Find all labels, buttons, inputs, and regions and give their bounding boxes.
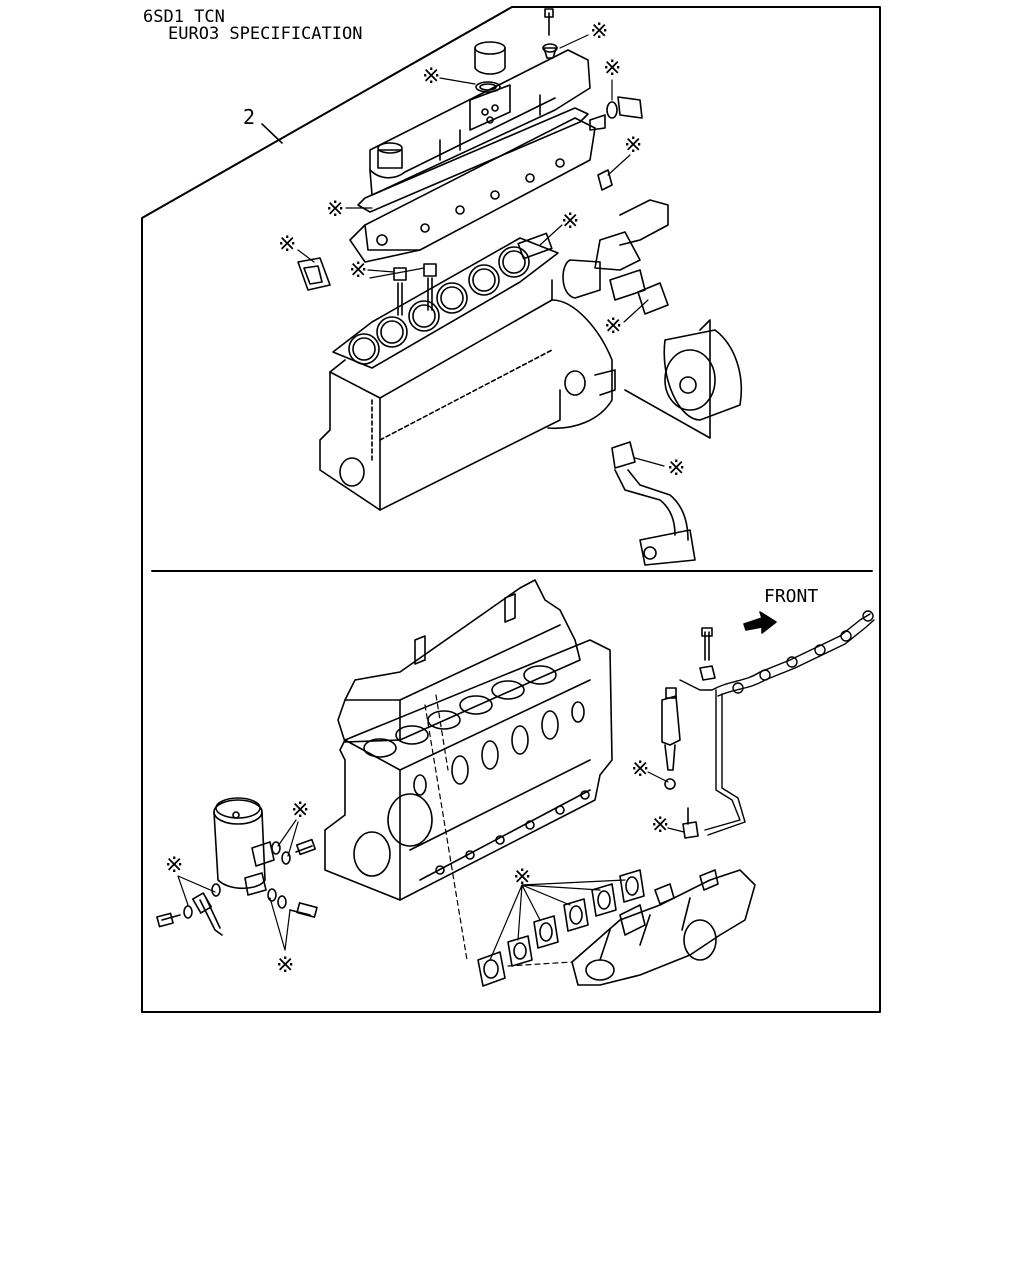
alignment-lines <box>424 694 573 967</box>
asterisk-mark: ※ <box>561 209 579 234</box>
asterisk-marks-lower: ※ ※ ※ ※ ※ ※ <box>165 757 669 978</box>
leader-lines-lower <box>177 771 685 961</box>
asterisk-marks-upper: ※ ※ ※ ※ ※ ※ ※ ※ ※ ※ <box>278 19 685 481</box>
engine-block-lower <box>324 639 613 901</box>
asterisk-mark: ※ <box>165 853 183 878</box>
spec-title: EURO3 SPECIFICATION <box>168 24 362 44</box>
kit-leader <box>261 123 283 144</box>
studs <box>393 263 437 316</box>
injection-pipes <box>679 610 875 836</box>
oil-cooler <box>213 797 318 918</box>
kit-number: 2 <box>243 105 255 129</box>
engine-block-upper <box>319 279 616 511</box>
asterisk-mark: ※ <box>651 813 669 838</box>
upper-assembly: ※ ※ ※ ※ ※ ※ ※ ※ ※ ※ <box>278 8 743 566</box>
asterisk-mark: ※ <box>326 197 344 222</box>
cover-gasket <box>357 107 589 213</box>
front-arrow-icon <box>743 611 777 634</box>
exhaust-pipe <box>562 199 669 301</box>
model-title: 6SD1 TCN <box>143 7 225 27</box>
asterisk-mark: ※ <box>276 953 294 978</box>
exhaust-manifold <box>571 869 756 986</box>
gasket-small <box>597 169 613 191</box>
front-label: FRONT <box>764 586 818 607</box>
frame-border <box>141 6 881 1013</box>
asterisk-mark: ※ <box>603 56 621 81</box>
oil-cap <box>474 41 506 93</box>
oil-cooler-pipe <box>156 883 223 936</box>
lower-assembly: FRONT <box>156 579 875 987</box>
asterisk-mark: ※ <box>604 314 622 339</box>
asterisk-mark: ※ <box>667 456 685 481</box>
asterisk-mark: ※ <box>590 19 608 44</box>
turbocharger <box>624 319 743 439</box>
rocker-cover <box>369 49 591 196</box>
water-outlet <box>589 96 643 131</box>
turbo-oil-pipe <box>611 441 696 566</box>
asterisk-mark: ※ <box>278 232 296 257</box>
leak-off-nut <box>682 821 699 839</box>
asterisk-mark: ※ <box>624 133 642 158</box>
cylinder-head <box>349 117 596 263</box>
asterisk-mark: ※ <box>291 798 309 823</box>
asterisk-mark: ※ <box>422 64 440 89</box>
injector <box>661 687 681 790</box>
asterisk-mark: ※ <box>513 865 531 890</box>
asterisk-mark: ※ <box>631 757 649 782</box>
exhaust-gasket <box>637 282 669 315</box>
injector-bolt <box>699 627 716 681</box>
asterisk-mark: ※ <box>349 258 367 283</box>
leader-lines-upper <box>297 34 665 467</box>
front-cover-gasket <box>297 257 331 291</box>
cover-bolt <box>542 8 558 59</box>
head-gasket <box>332 232 559 369</box>
cylinder-head-lower <box>337 579 581 758</box>
